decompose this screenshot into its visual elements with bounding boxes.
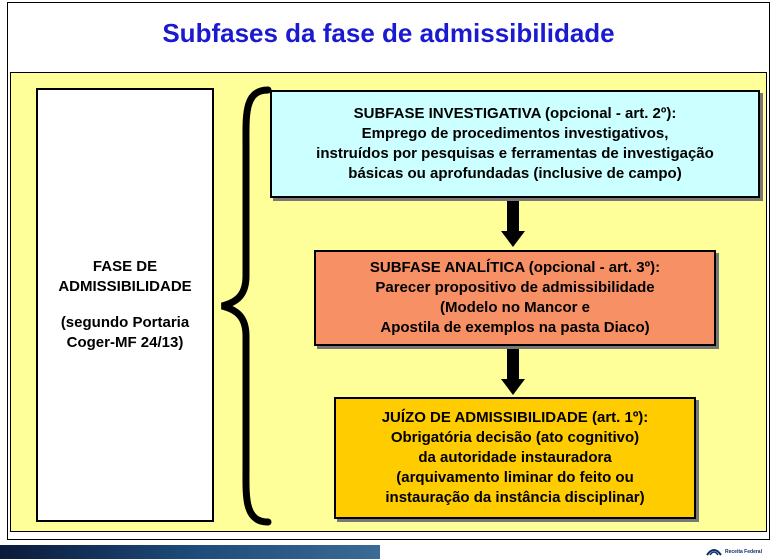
phase-line-1: FASE DE xyxy=(92,258,158,275)
slide-border xyxy=(7,2,770,540)
box2-line-2: Parecer propositivo de admissibilidade xyxy=(375,279,655,296)
analytical-subphase-box: SUBFASE ANALÍTICA (opcional - art. 3º): … xyxy=(314,250,716,346)
investigative-subphase-box: SUBFASE INVESTIGATIVA (opcional - art. 2… xyxy=(270,90,760,198)
admissibility-judgment-box: JUÍZO DE ADMISSIBILIDADE (art. 1º): Obri… xyxy=(334,397,696,519)
logo-mark-icon xyxy=(706,549,722,556)
box3-line-1: JUÍZO DE ADMISSIBILIDADE (art. 1º): xyxy=(381,409,649,426)
box2-line-3: (Modelo no Mancor e xyxy=(440,299,590,316)
box3-line-2: Obrigatória decisão (ato cognitivo) xyxy=(390,429,640,446)
slide-title: Subfases da fase de admissibilidade xyxy=(162,18,615,48)
box3-line-5: instauração da instância disciplinar) xyxy=(385,489,645,506)
box3-line-3: da autoridade instauradora xyxy=(418,449,612,466)
phase-line-3: (segundo Portaria xyxy=(60,314,190,331)
box1-line-1: SUBFASE INVESTIGATIVA (opcional - art. 2… xyxy=(353,105,677,122)
box1-line-4: básicas ou aprofundadas (inclusive de ca… xyxy=(348,165,682,182)
phase-box: FASE DE ADMISSIBILIDADE (segundo Portari… xyxy=(36,88,214,522)
down-arrow-icon xyxy=(501,349,525,395)
phase-line-4: Coger-MF 24/13) xyxy=(66,334,184,351)
box1-line-2: Emprego de procedimentos investigativos, xyxy=(361,125,669,142)
phase-line-2: ADMISSIBILIDADE xyxy=(58,278,192,295)
box3-line-4: (arquivamento liminar do feito ou xyxy=(396,469,634,486)
box2-line-1: SUBFASE ANALÍTICA (opcional - art. 3º): xyxy=(369,259,661,276)
down-arrow-icon xyxy=(501,201,525,247)
logo-text: Receita Federal xyxy=(725,549,762,555)
receita-federal-logo: Receita Federal xyxy=(706,545,770,559)
box1-line-3: instruídos por pesquisas e ferramentas d… xyxy=(316,145,714,162)
curly-brace-icon xyxy=(221,86,272,526)
box2-line-4: Apostila de exemplos na pasta Diaco) xyxy=(380,319,650,336)
footer-bar xyxy=(0,545,380,559)
